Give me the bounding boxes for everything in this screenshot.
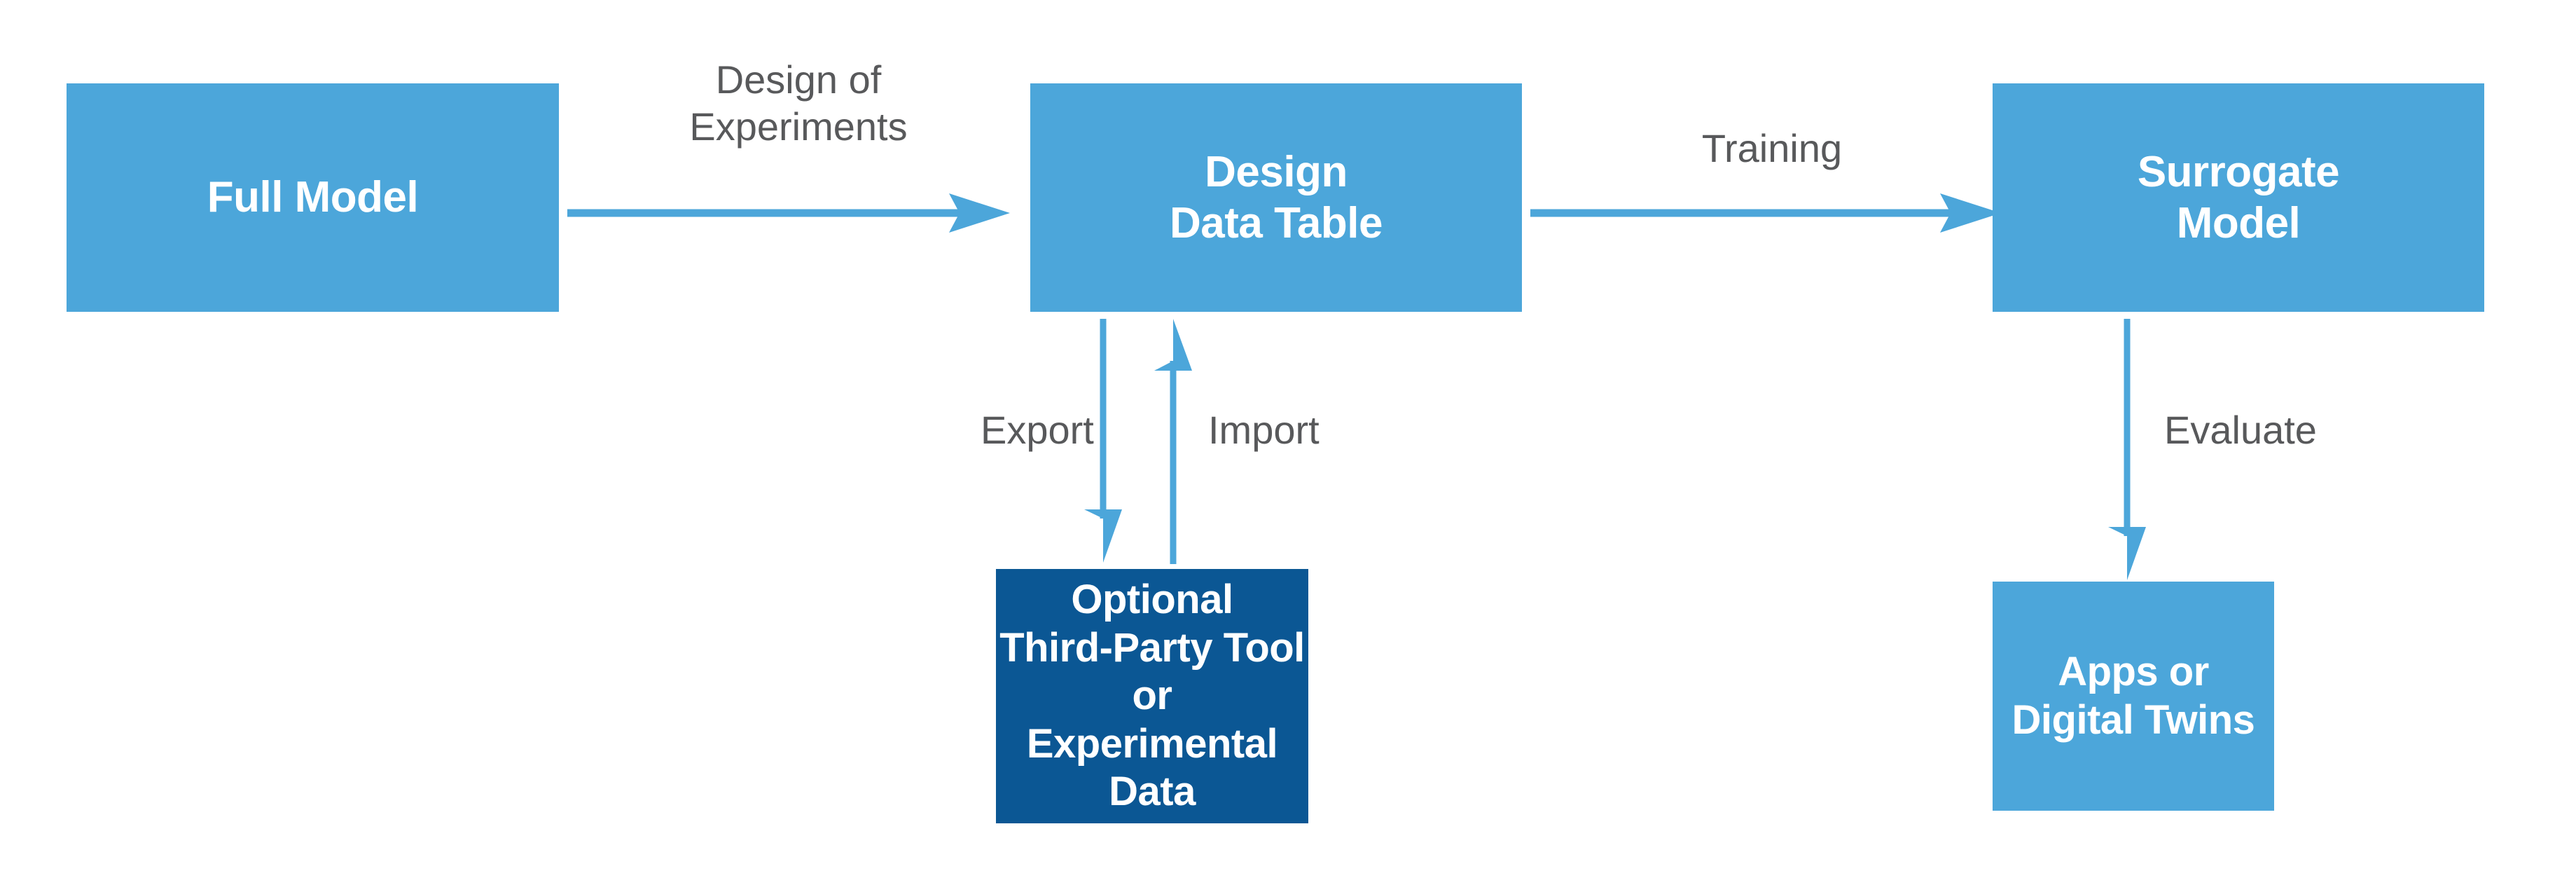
node-apps-or-digital-twins-label: Apps or Digital Twins xyxy=(2011,649,2255,743)
node-full-model-label: Full Model xyxy=(207,173,419,222)
node-design-data-table[interactable]: Design Data Table xyxy=(1030,83,1522,312)
node-surrogate-model-label: Surrogate Model xyxy=(2137,147,2340,247)
edge-label-design-of-experiments: Design of Experiments xyxy=(689,57,908,149)
arrow-down-export-icon xyxy=(1084,319,1122,563)
node-surrogate-model[interactable]: Surrogate Model xyxy=(1993,83,2484,312)
arrow-up-import-icon xyxy=(1154,319,1192,564)
node-apps-or-digital-twins[interactable]: Apps or Digital Twins xyxy=(1993,582,2274,811)
arrow-right-training-icon xyxy=(1530,193,2001,233)
node-design-data-table-label: Design Data Table xyxy=(1170,147,1383,247)
node-optional-third-party-tool[interactable]: Optional Third-Party Tool or Experimenta… xyxy=(996,569,1308,823)
edge-label-training: Training xyxy=(1701,126,1843,170)
edge-label-import: Import xyxy=(1208,408,1320,452)
arrow-right-design-of-experiments-icon xyxy=(567,193,1010,233)
node-full-model[interactable]: Full Model xyxy=(67,83,559,312)
arrow-down-evaluate-icon xyxy=(2108,319,2146,580)
edge-label-evaluate: Evaluate xyxy=(2164,408,2317,452)
edge-label-export: Export xyxy=(981,408,1094,452)
node-optional-third-party-tool-label: Optional Third-Party Tool or Experimenta… xyxy=(999,577,1305,815)
